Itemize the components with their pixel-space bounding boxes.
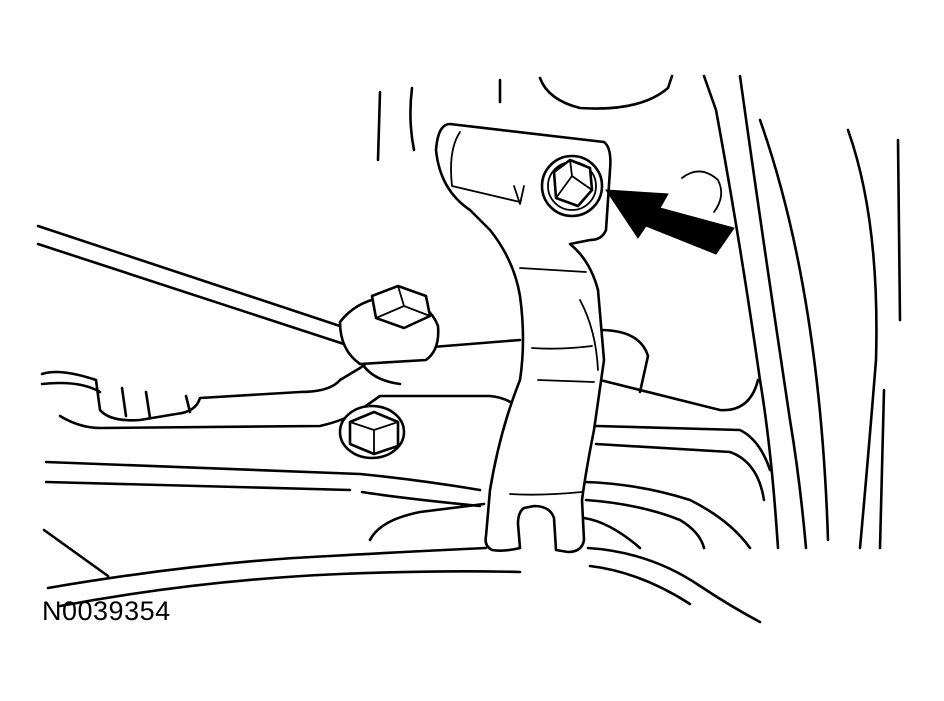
hex-bolt-icon (338, 284, 440, 366)
vehicle-body-panels (376, 74, 902, 550)
transmission-cable (36, 224, 354, 348)
hex-bolt-icon (338, 404, 406, 460)
figure-id-label: N0039354 (42, 596, 171, 626)
hex-bolt-icon (540, 154, 604, 218)
arrow-icon (605, 189, 735, 255)
exhaust-pipe (42, 528, 762, 624)
exhaust-hanger-bracket (434, 122, 612, 554)
crossmember (40, 328, 772, 550)
